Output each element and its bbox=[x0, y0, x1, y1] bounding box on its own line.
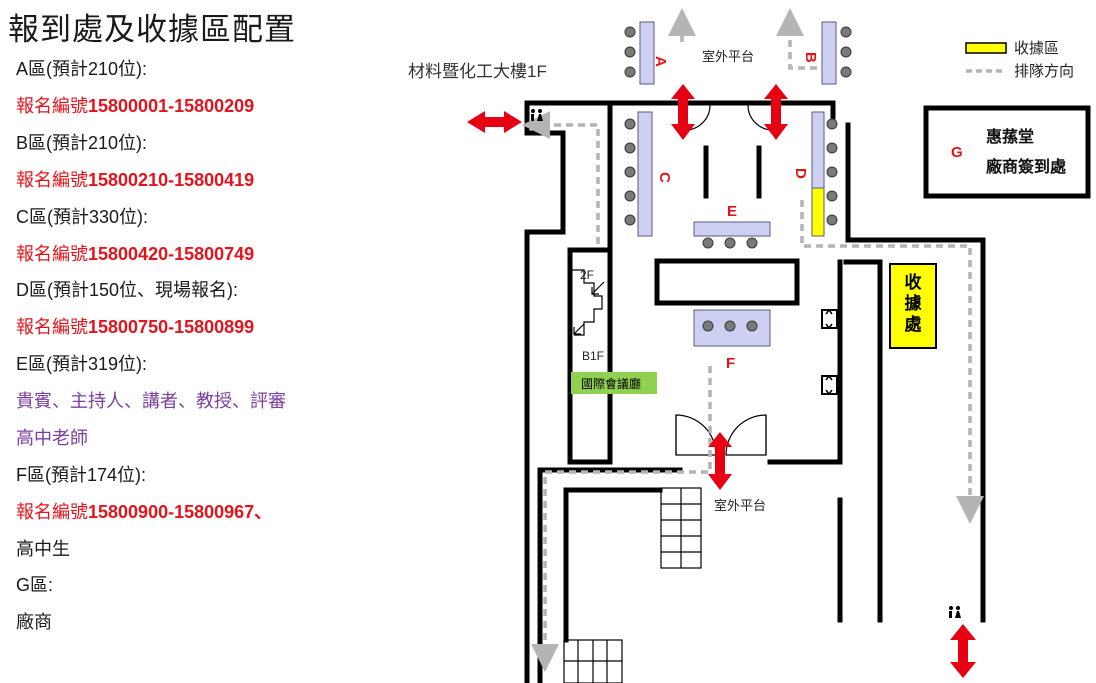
zone-g-detail: 廠商 bbox=[16, 612, 52, 632]
arrow-southeast bbox=[950, 624, 976, 678]
legend: 收據區 排隊方向 bbox=[965, 40, 1074, 80]
entrance-arrows bbox=[467, 84, 976, 678]
elevator-icon bbox=[821, 374, 838, 396]
legend-receipt-swatch bbox=[965, 42, 1007, 54]
zone-label-c: C bbox=[656, 172, 673, 183]
zone-label-d: D bbox=[792, 168, 809, 179]
zone-label-b: B bbox=[802, 52, 819, 63]
receipt-desk-char: 據 bbox=[905, 293, 923, 313]
zone-label-a: A bbox=[652, 56, 669, 67]
page-title: 報到處及收據區配置 bbox=[8, 12, 296, 47]
arrow-top-left bbox=[671, 84, 695, 140]
conference-room-label: 國際會議廳 bbox=[581, 376, 641, 391]
staircase: 2F B1F bbox=[572, 268, 605, 363]
zone-label-e: E bbox=[727, 203, 737, 220]
receipt-desk-label: 收據處 bbox=[905, 272, 923, 334]
zone-d-heading: D區(預計150位、現場報名): bbox=[16, 280, 239, 300]
receipt-desk bbox=[889, 263, 937, 349]
legend-queue-label: 排隊方向 bbox=[1014, 63, 1074, 80]
outdoor-stairs-bottom bbox=[660, 487, 702, 569]
outdoor-stairs-corner bbox=[563, 639, 623, 683]
zone-e-heading: E區(預計319位): bbox=[16, 354, 148, 374]
stair-down-label: B1F bbox=[582, 349, 604, 363]
zone-f-heading: F區(預計174位): bbox=[16, 465, 147, 485]
zone-labels: A B C D E F G bbox=[652, 52, 963, 372]
building-label: 材料暨化工大樓1F bbox=[408, 62, 547, 81]
zone-d-range: 報名編號15800750-15800899 bbox=[16, 317, 255, 337]
doors bbox=[675, 104, 776, 456]
zone-f-detail-2: 高中生 bbox=[16, 539, 70, 559]
zone-g-heading: G區: bbox=[16, 575, 54, 595]
zone-c-range: 報名編號15800420-15800749 bbox=[16, 244, 255, 264]
restroom-icon bbox=[531, 109, 543, 121]
zone-f-range: 報名編號15800900-15800967、 bbox=[16, 502, 273, 522]
stair-up-icon bbox=[591, 281, 605, 295]
restroom-icon bbox=[949, 606, 961, 618]
receipt-desk-char: 收 bbox=[905, 272, 922, 292]
conference-room bbox=[571, 372, 657, 394]
zone-b-range: 報名編號15800210-15800419 bbox=[16, 170, 255, 190]
outdoor-platform-top: 室外平台 bbox=[702, 49, 754, 64]
zone-label-f: F bbox=[726, 355, 735, 372]
seating-f bbox=[693, 309, 771, 347]
g-box-vendor: 廠商簽到處 bbox=[986, 157, 1067, 176]
stair-down-icon bbox=[573, 323, 585, 335]
seating-b bbox=[821, 21, 852, 85]
outdoor-platform-bottom: 室外平台 bbox=[714, 498, 766, 513]
zone-b-heading: B區(預計210位): bbox=[16, 133, 148, 153]
zone-list-panel: 報到處及收據區配置 A區(預計210位): 報名編號15800001-15800… bbox=[0, 0, 400, 683]
queue-paths bbox=[522, 8, 984, 672]
zone-e-detail: 貴賓、主持人、講者、教授、評審 bbox=[16, 391, 286, 411]
seating-a bbox=[624, 21, 655, 85]
zone-c-heading: C區(預計330位): bbox=[16, 207, 149, 227]
zone-label-g: G bbox=[951, 144, 963, 161]
seating-c bbox=[624, 111, 653, 237]
receipt-desk-char: 處 bbox=[905, 314, 923, 334]
stair-up-label: 2F bbox=[580, 268, 594, 282]
zone-a-range: 報名編號15800001-15800209 bbox=[16, 96, 255, 116]
seating-e bbox=[693, 221, 771, 249]
arrow-south-door bbox=[708, 432, 732, 490]
seating-d bbox=[811, 111, 838, 237]
seating-d-receipt bbox=[811, 187, 825, 237]
legend-receipt-label: 收據區 bbox=[1014, 40, 1059, 57]
zone-e-detail-2: 高中老師 bbox=[16, 428, 88, 448]
zone-a-heading: A區(預計210位): bbox=[16, 59, 148, 79]
g-box-hall: 惠蓀堂 bbox=[986, 127, 1034, 146]
arrow-west-entrance bbox=[467, 111, 522, 133]
elevator-icon bbox=[821, 308, 838, 330]
arrow-top-right bbox=[764, 84, 788, 140]
